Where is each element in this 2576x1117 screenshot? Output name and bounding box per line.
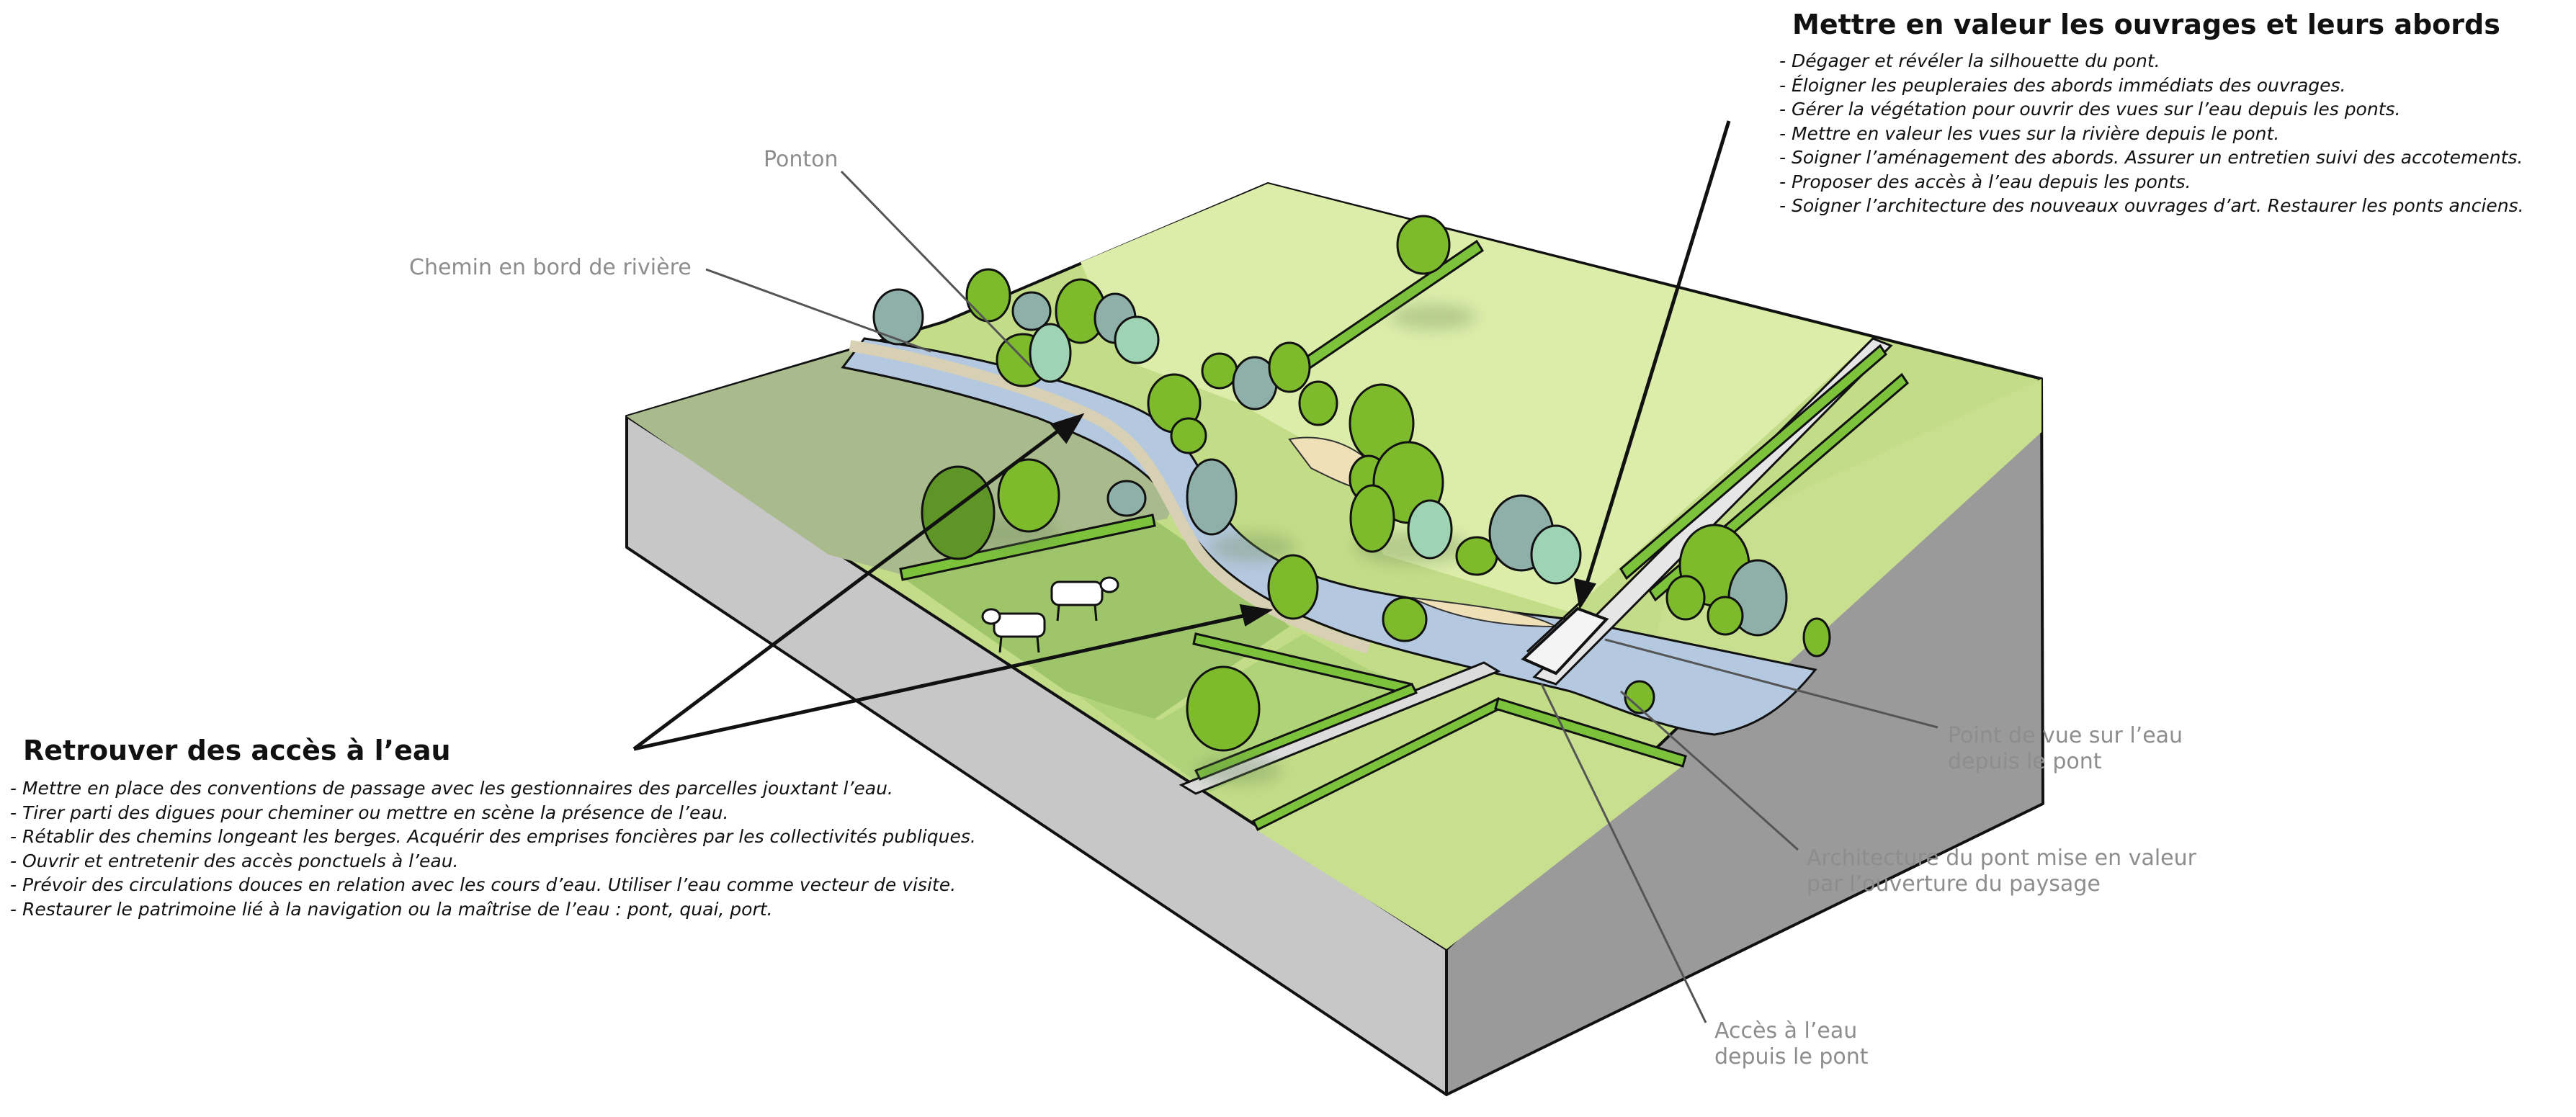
label-line: par l’ouverture du paysage — [1807, 871, 2101, 897]
bullet-item: - Mettre en place des conventions de pas… — [10, 778, 893, 799]
tree — [921, 465, 996, 560]
tree — [1268, 341, 1311, 393]
leader-lines-black — [632, 120, 1731, 751]
bridge-parapet — [1526, 600, 1583, 653]
bullet-item: - Ouvrir et entretenir des accès ponctue… — [10, 850, 459, 871]
tree — [1802, 617, 1831, 658]
tree — [1396, 215, 1451, 275]
bullet-item: - Soigner l’aménagement des abords. Assu… — [1779, 147, 2523, 168]
label-acces-pont: Accès à l’eau depuis le pont — [1714, 1018, 1869, 1070]
tree — [1201, 352, 1238, 390]
bullet-item: - Prévoir des circulations douces en rel… — [10, 874, 957, 895]
bullet-item: - Restaurer le patrimoine lié à la navig… — [10, 898, 773, 920]
tree — [1106, 480, 1147, 517]
tree — [1665, 575, 1706, 621]
bullet-item: - Mettre en valeur les vues sur la riviè… — [1779, 122, 2280, 144]
cow — [1050, 576, 1119, 622]
field-bottom-front — [1253, 699, 1686, 949]
label-line: Point de vue sur l’eau — [1948, 723, 2183, 748]
bullet-item: - Dégager et révéler la silhouette du po… — [1779, 50, 2160, 71]
tree — [872, 288, 924, 346]
field-pasture — [900, 519, 1289, 720]
tree — [1407, 499, 1453, 560]
tree — [1011, 291, 1052, 331]
tree — [997, 458, 1060, 533]
heading-ouvrages: Mettre en valeur les ouvrages et leurs a… — [1792, 9, 2500, 40]
tree — [1349, 484, 1395, 553]
label-point-de-vue: Point de vue sur l’eau depuis le pont — [1948, 723, 2183, 775]
label-architecture: Architecture du pont mise en valeur par … — [1807, 845, 2196, 897]
label-line: Architecture du pont mise en valeur — [1807, 845, 2196, 871]
tree — [965, 268, 1011, 323]
bullet-item: - Éloigner les peupleraies des abords im… — [1779, 74, 2346, 96]
tree — [1029, 323, 1072, 383]
bridge — [1521, 606, 1609, 676]
tree — [1382, 596, 1428, 642]
riverside-path — [849, 340, 1371, 654]
trees — [872, 215, 1831, 752]
bullet-item: - Soigner l’architecture des nouveaux ou… — [1779, 195, 2524, 216]
bullets-acces-eau: - Mettre en place des conventions de pas… — [10, 776, 976, 921]
bullets-ouvrages: - Dégager et révéler la silhouette du po… — [1779, 49, 2524, 218]
tree — [1114, 315, 1160, 364]
tree — [1186, 665, 1261, 752]
bullet-item: - Proposer des accès à l’eau depuis les … — [1779, 171, 2191, 192]
tree — [1530, 524, 1582, 585]
tree — [1298, 380, 1338, 426]
label-chemin: Chemin en bord de rivière — [409, 255, 692, 280]
tree — [1707, 596, 1744, 636]
bullet-item: - Gérer la végétation pour ouvrir des vu… — [1779, 99, 2401, 120]
cows — [981, 576, 1119, 653]
tree — [1267, 554, 1319, 620]
bullet-item: - Rétablir des chemins longeant les berg… — [10, 826, 976, 847]
sand-bar-lower — [1411, 597, 1557, 627]
label-line: depuis le pont — [1948, 749, 2102, 774]
label-ponton: Ponton — [764, 147, 838, 172]
label-line: depuis le pont — [1714, 1044, 1869, 1069]
tree — [1186, 458, 1238, 536]
field-upper-right — [1081, 184, 1873, 612]
heading-acces-eau: Retrouver des accès à l’eau — [23, 735, 451, 766]
leader-lines-grey — [705, 170, 1938, 1023]
label-line: Accès à l’eau — [1714, 1018, 1858, 1044]
hedges — [899, 239, 1909, 832]
bullet-item: - Tirer parti des digues pour cheminer o… — [10, 802, 729, 823]
tree — [1170, 417, 1207, 454]
tree — [1624, 680, 1655, 714]
cow — [981, 608, 1046, 653]
